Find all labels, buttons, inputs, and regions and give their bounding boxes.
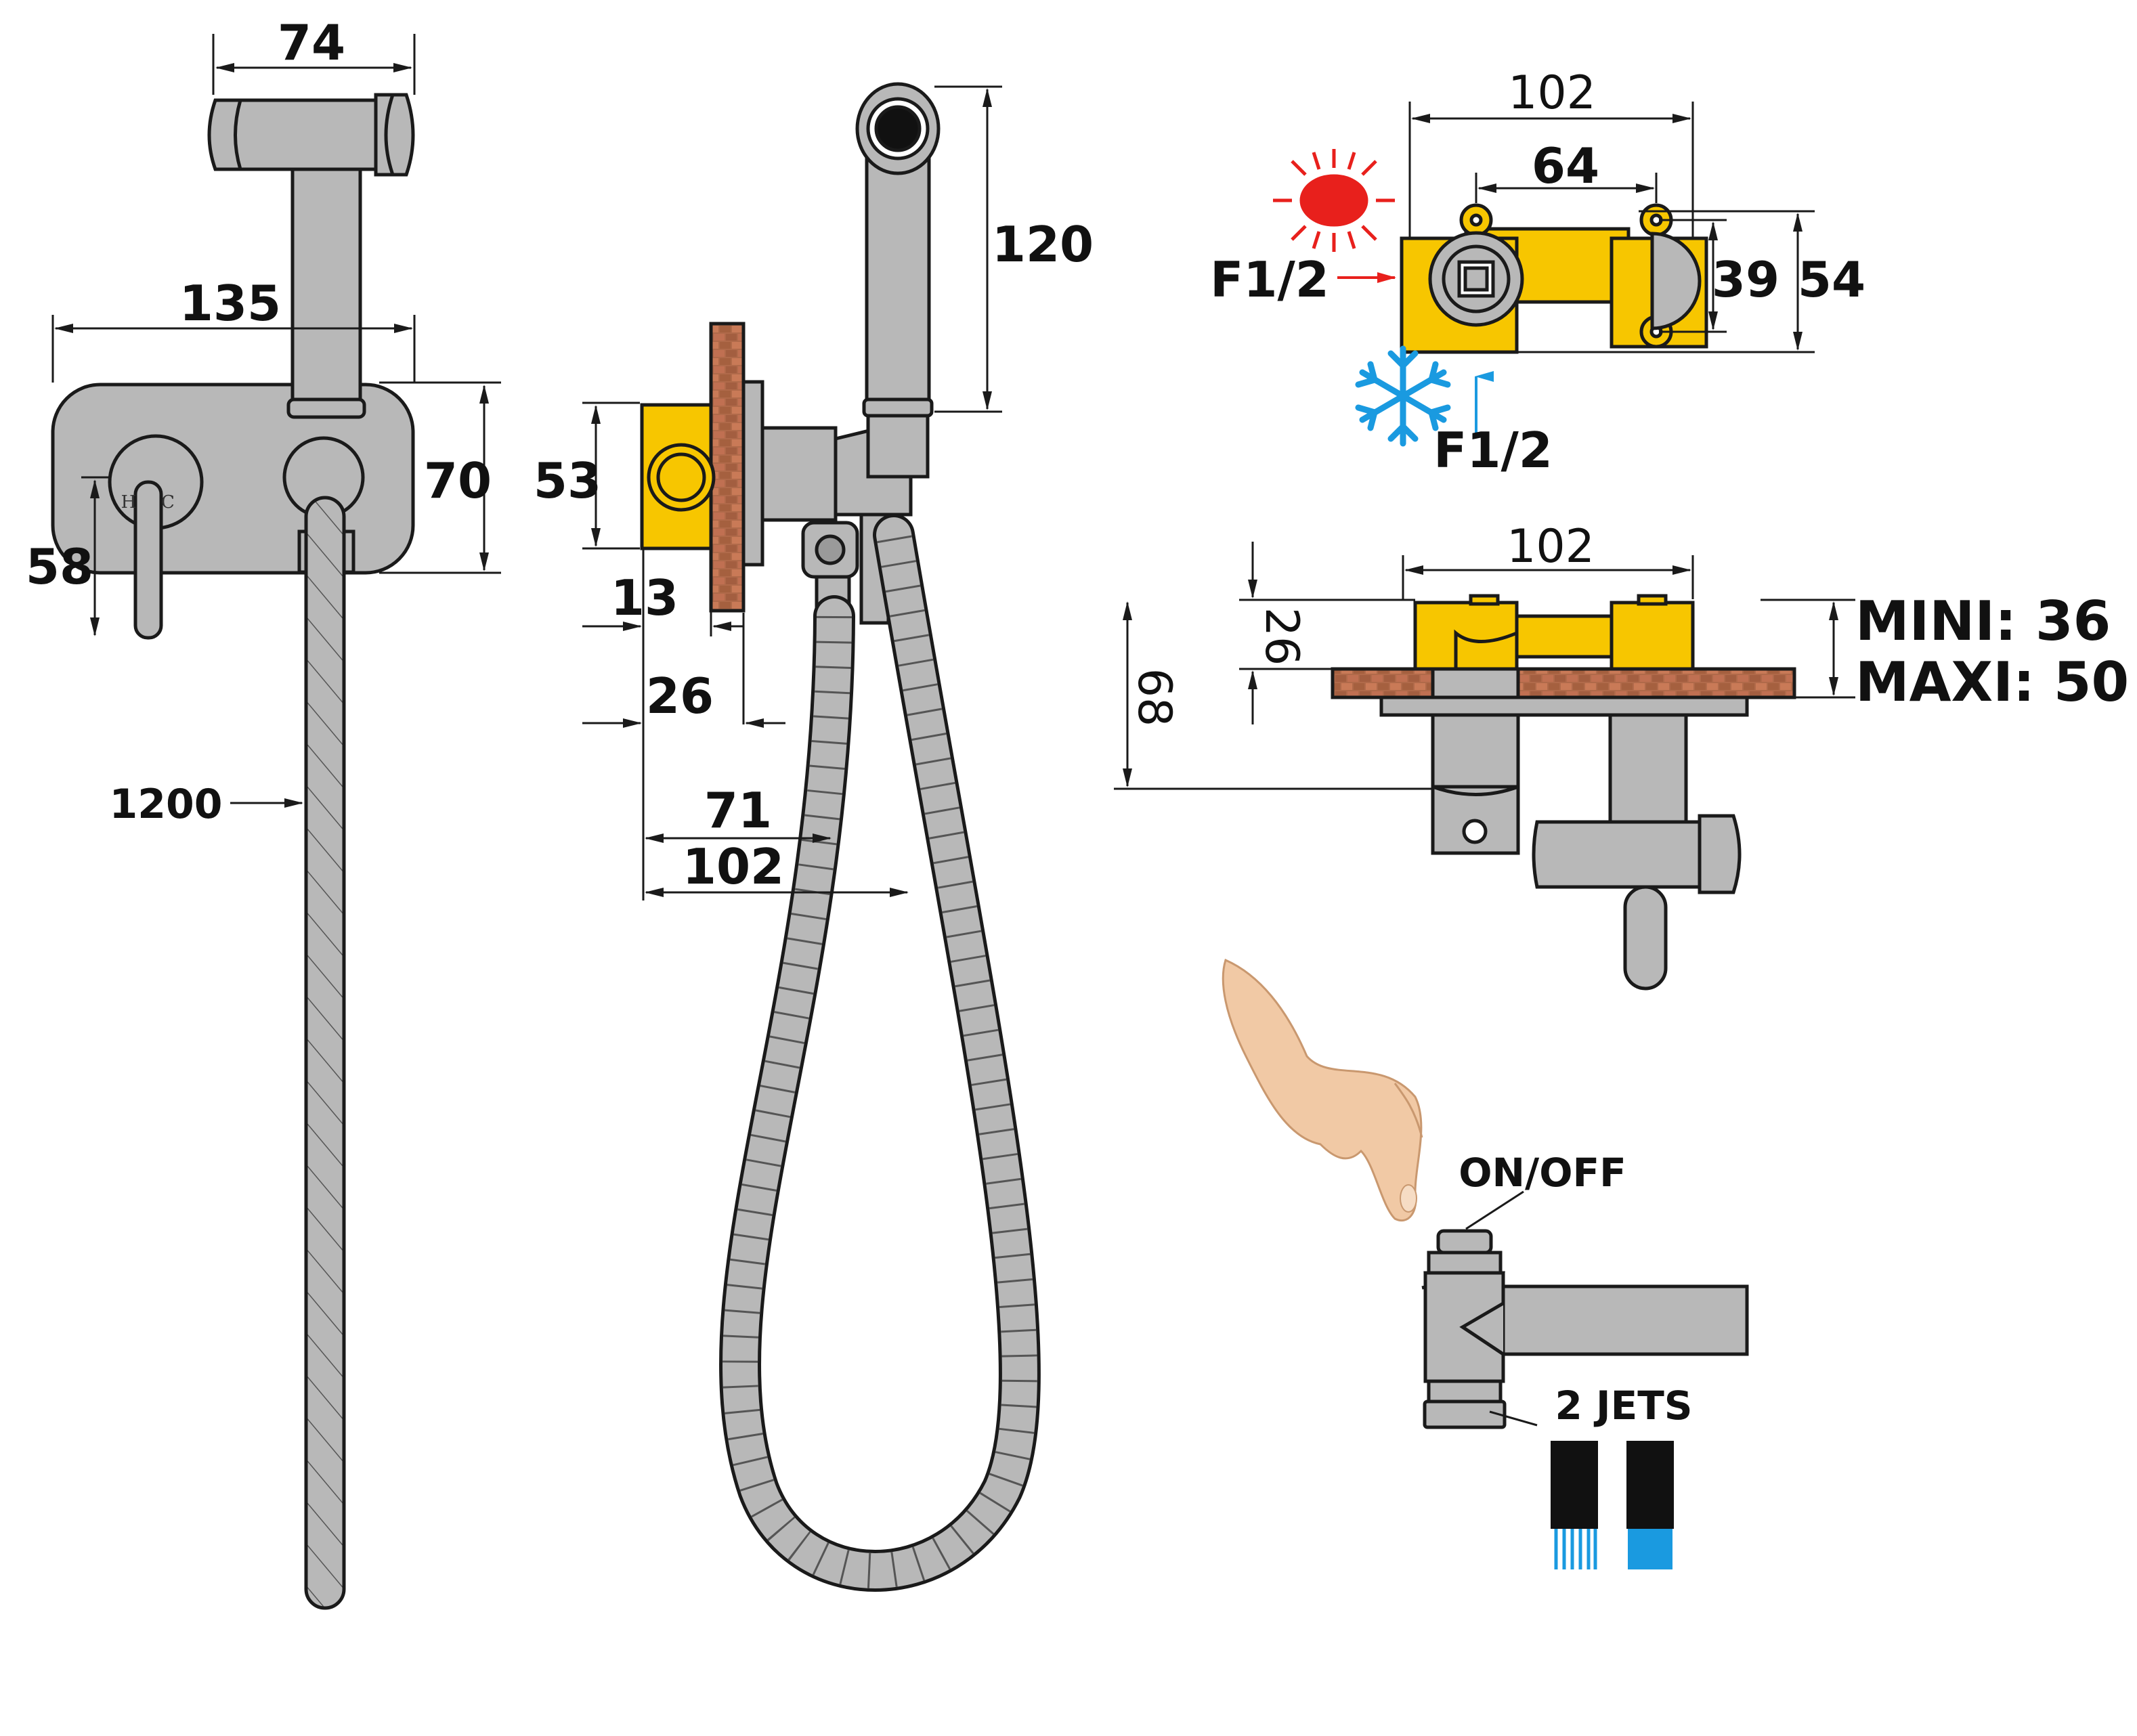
dim-side-53: 53 bbox=[534, 452, 601, 509]
mixer-lever bbox=[133, 480, 163, 640]
hose bbox=[304, 496, 346, 1610]
hot-inlet-label: F1/2 bbox=[1210, 251, 1329, 308]
two-jets-label: 2 JETS bbox=[1555, 1383, 1692, 1429]
jet-icon-multi bbox=[1551, 1441, 1598, 1529]
dim-side-71: 71 bbox=[704, 782, 772, 839]
dim-vside-26: 26 bbox=[1255, 607, 1308, 666]
dim-front-135: 135 bbox=[179, 275, 281, 332]
dim-front-70: 70 bbox=[424, 452, 492, 509]
dim-side-120: 120 bbox=[992, 216, 1094, 273]
on-off-label: ON/OFF bbox=[1459, 1150, 1626, 1196]
jet-icons bbox=[1551, 1441, 1674, 1569]
on-off-button bbox=[1436, 1229, 1493, 1255]
brick-wall bbox=[709, 322, 746, 613]
valve-side-view bbox=[1331, 594, 1796, 991]
valve-top-view bbox=[1400, 203, 1708, 354]
sprayer-detail bbox=[1421, 1229, 1749, 1429]
dim-front-58: 58 bbox=[26, 538, 93, 595]
maxi-depth-label: MAXI: 50 bbox=[1855, 651, 2129, 714]
dim-side-26: 26 bbox=[646, 668, 714, 724]
mini-depth-label: MINI: 36 bbox=[1855, 590, 2111, 653]
dim-valve-39: 39 bbox=[1712, 251, 1779, 308]
sprayer-head-top bbox=[207, 98, 378, 171]
dim-front-74: 74 bbox=[278, 14, 345, 71]
handshower-body bbox=[865, 140, 931, 408]
sprayer-side bbox=[1532, 820, 1702, 889]
dim-valve-64: 64 bbox=[1532, 137, 1599, 194]
jet-icon-single bbox=[1626, 1441, 1674, 1529]
cold-mark: C bbox=[161, 492, 175, 513]
holder-stem bbox=[290, 147, 362, 408]
hot-mark: H bbox=[121, 492, 137, 513]
dim-valve-54: 54 bbox=[1798, 251, 1865, 308]
finger-pointing-icon bbox=[1222, 958, 1423, 1221]
sun-icon bbox=[1273, 149, 1395, 252]
side-view bbox=[640, 82, 1041, 1592]
dim-valve-102: 102 bbox=[1508, 66, 1596, 120]
cold-inlet-label: F1/2 bbox=[1433, 422, 1553, 479]
snowflake-icon bbox=[1355, 345, 1451, 447]
dim-vside-68: 68 bbox=[1127, 668, 1181, 727]
dim-side-13: 13 bbox=[611, 569, 678, 626]
brick-strip bbox=[1331, 667, 1796, 699]
dim-side-102: 102 bbox=[683, 838, 784, 895]
dim-hose-1200: 1200 bbox=[110, 781, 223, 828]
front-view bbox=[51, 93, 415, 1610]
dim-vside-102: 102 bbox=[1507, 520, 1595, 573]
